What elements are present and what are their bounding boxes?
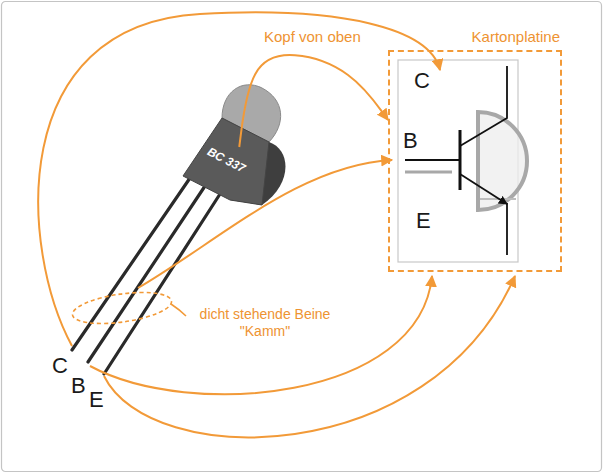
pin-name: C	[52, 355, 68, 377]
note-text: dicht stehende Beine "Kamm"	[190, 306, 340, 340]
transistor-legs	[72, 178, 220, 374]
comb-ellipse	[71, 287, 174, 329]
leader-line	[171, 304, 186, 316]
pin-name: E	[416, 210, 431, 232]
board-heading: Kartonplatine	[472, 28, 560, 46]
pin-name: B	[71, 375, 86, 397]
part-marking: BC 337	[205, 145, 248, 176]
pin-name: E	[89, 389, 104, 411]
package-label: BC 337	[200, 147, 253, 173]
pointer-arrows	[38, 12, 515, 437]
package-outline	[478, 112, 527, 210]
pin-name: C	[414, 70, 430, 92]
to92-package	[183, 85, 285, 205]
edge-label: Kopf von oben	[262, 28, 363, 46]
pin-name: B	[403, 130, 418, 152]
pointer-arrow	[239, 55, 388, 147]
transistor-symbol	[405, 66, 507, 255]
